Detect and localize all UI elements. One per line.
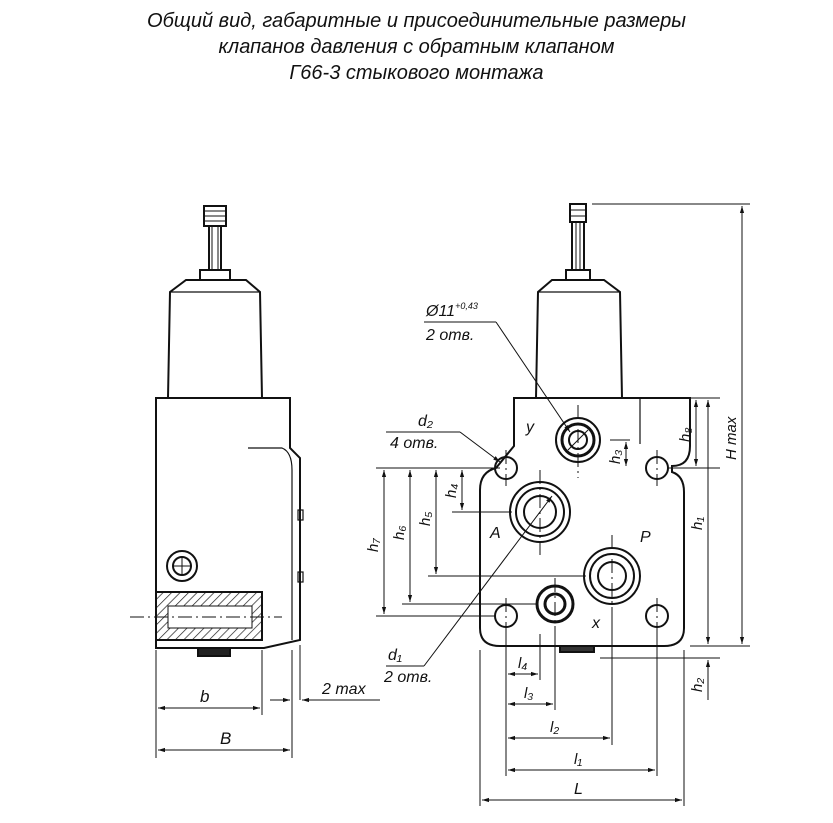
side-adjuster-stem: [199, 205, 231, 281]
title-line-1: Общий вид, габаритные и присоединительны…: [147, 10, 686, 32]
port-x-label: x: [591, 615, 601, 632]
h8-label: h₈: [677, 427, 694, 442]
h7-label: h₇: [365, 538, 382, 552]
front-dimensions: [376, 203, 750, 806]
side-body: [155, 397, 301, 649]
hole-d11-tolerance: +0,43: [455, 301, 478, 311]
hole-d11-count: 2 отв.: [425, 327, 474, 344]
h5-label: h₅: [417, 512, 434, 526]
h3-label: h₃: [607, 450, 624, 464]
l1-label: l₁: [574, 751, 582, 768]
d1-label: d₁: [388, 647, 402, 664]
d2-count: 4 отв.: [390, 435, 438, 452]
l4-label: l₄: [518, 655, 527, 672]
hole-d11-label: Ø11+0,43: [425, 301, 478, 320]
front-bonnet: [534, 279, 624, 399]
port-A-label: A: [489, 525, 501, 542]
port-P-label: P: [640, 529, 651, 546]
side-port: [166, 550, 198, 582]
title-line-2: клапанов давления с обратным клапаном: [218, 36, 615, 58]
title-line-3: Г66-3 стыкового монтажа: [289, 62, 544, 84]
h4-label: h₄: [443, 484, 460, 498]
side-bonnet: [166, 279, 264, 399]
d1-count: 2 отв.: [383, 669, 432, 686]
Hmax-label: H max: [723, 416, 740, 460]
front-body: [479, 397, 691, 647]
side-view: [130, 205, 304, 657]
h1-label: h₁: [689, 517, 706, 530]
drawing-title: Общий вид, габаритные и присоединительны…: [0, 8, 833, 86]
hole-d11-value: Ø11: [425, 303, 455, 320]
L-label: L: [574, 781, 583, 798]
h6-label: h₆: [391, 526, 408, 540]
l3-label: l₃: [524, 685, 533, 702]
h2-label: h₂: [689, 678, 706, 692]
side-dimensions: [155, 645, 380, 758]
d2-label: d₂: [418, 413, 433, 430]
dim-2max-label: 2 max: [321, 681, 367, 698]
port-y-label: y: [525, 419, 535, 436]
dim-B-label: B: [220, 729, 231, 748]
front-centerlines: [505, 405, 658, 634]
dim-b-label: b: [200, 687, 209, 706]
l2-label: l₂: [550, 719, 559, 736]
front-view: [479, 203, 691, 653]
front-adjuster-stem: [565, 203, 591, 281]
